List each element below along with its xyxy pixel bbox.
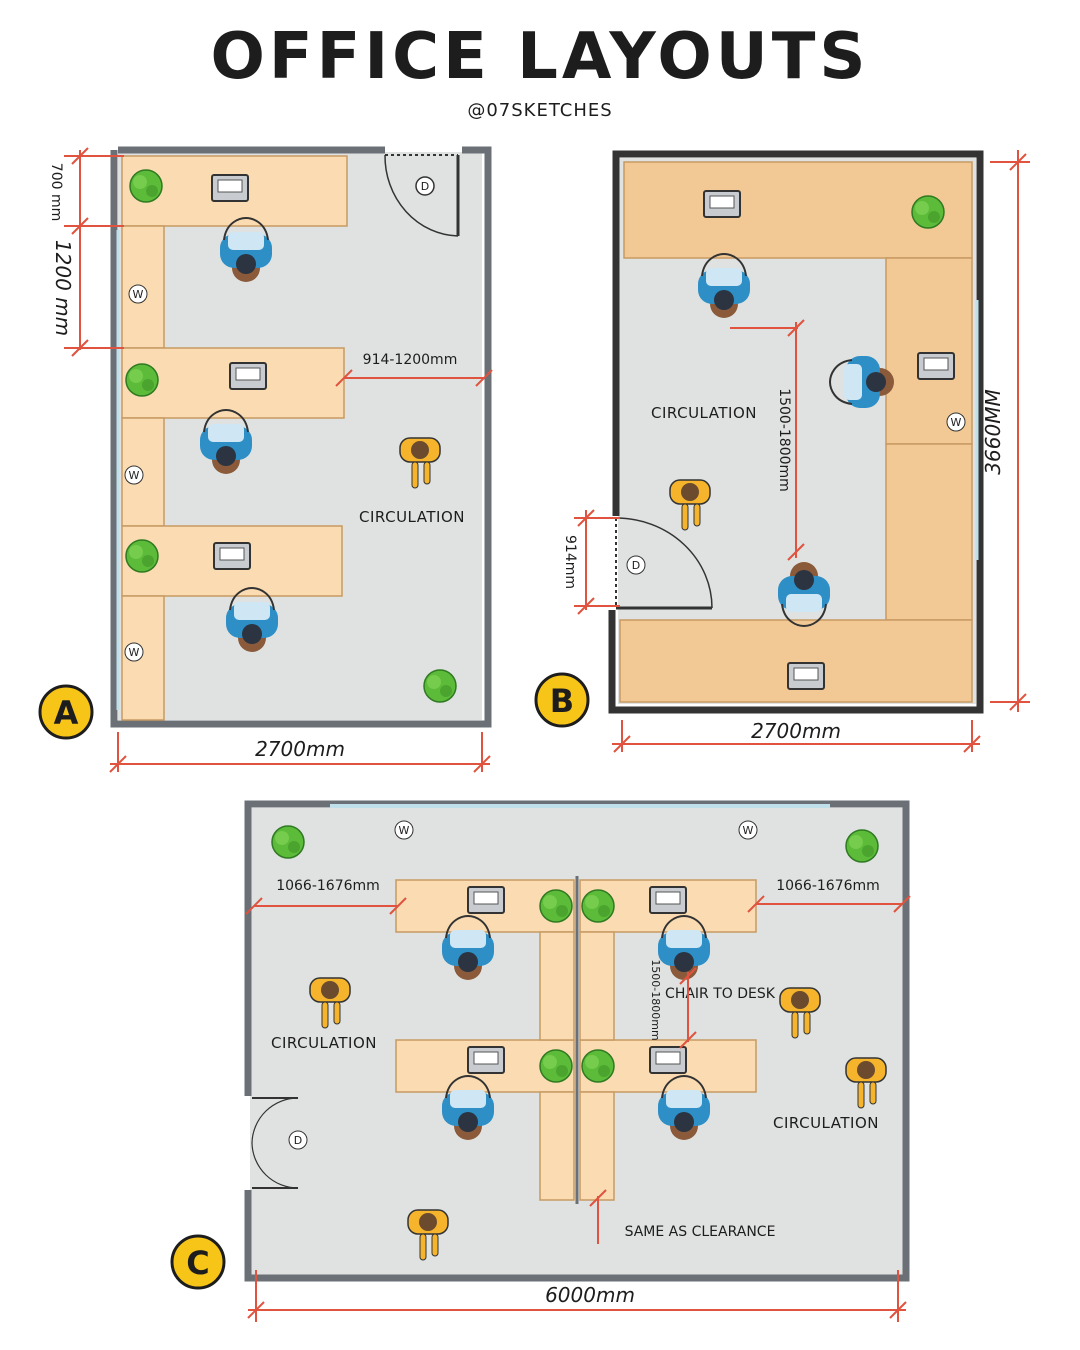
window-mark: W	[743, 824, 754, 837]
plant-icon	[539, 1049, 573, 1083]
window-mark: W	[399, 824, 410, 837]
layout-c-door-mark: D	[294, 1134, 302, 1147]
layout-c-chair-to-desk: CHAIR TO DESK	[665, 986, 776, 1002]
layout-b-clearance-dim: 1500-1800mm	[776, 388, 792, 492]
layout-c-spine	[579, 931, 615, 1041]
layout-a-door: D	[384, 154, 460, 237]
layout-a-badge: A	[54, 694, 79, 732]
layout-a-desk-spacing-dim: 1200 mm	[51, 240, 75, 336]
layout-b-height-dim: 3660MM	[981, 389, 1005, 474]
layout-c-walls	[244, 800, 910, 1282]
monitor-icon	[917, 352, 955, 380]
plant-icon	[845, 829, 879, 863]
layout-a-plan: D W W W CIRCULATION	[38, 146, 493, 773]
layout-a-aisle-dim: 914-1200mm	[363, 352, 458, 368]
monitor-icon	[787, 662, 825, 690]
layout-a-width-dim: 2700mm	[255, 737, 345, 761]
layout-c-circulation-left: CIRCULATION	[271, 1034, 377, 1052]
layout-b-badge: B	[550, 682, 574, 720]
window-mark: W	[951, 416, 962, 429]
page-title: OFFICE LAYOUTS	[210, 20, 870, 94]
monitor-icon	[703, 190, 741, 218]
window-mark: W	[129, 646, 140, 659]
layout-c-dimensions	[248, 903, 906, 1322]
layout-b-dimensions	[574, 150, 1030, 752]
monitor-icon	[467, 886, 505, 914]
monitor-icon	[213, 542, 251, 570]
layout-a-walls	[110, 146, 492, 728]
plant-icon	[581, 889, 615, 923]
layout-c-spine	[579, 1091, 615, 1201]
layout-c-width-dim: 6000mm	[545, 1283, 635, 1307]
plant-icon	[539, 889, 573, 923]
plant-icon	[271, 825, 305, 859]
layout-c-circulation-right: CIRCULATION	[773, 1114, 879, 1132]
layout-b-desk-right-low	[885, 443, 973, 621]
layout-b-door-dim: 914mm	[562, 535, 578, 589]
layout-c-side-left-dim: 1066-1676mm	[276, 878, 380, 894]
layout-c-spine	[539, 931, 575, 1041]
plant-icon	[125, 539, 159, 573]
monitor-icon	[467, 1046, 505, 1074]
layout-b-circulation-label: CIRCULATION	[651, 404, 757, 422]
plant-icon	[125, 363, 159, 397]
layout-c-door: D	[251, 1097, 308, 1189]
layout-c-badge: C	[186, 1244, 209, 1282]
layout-a-floor	[118, 152, 482, 720]
layout-b-width-dim: 2700mm	[751, 719, 841, 743]
window-marks: W W W	[124, 284, 148, 662]
plant-icon	[129, 169, 163, 203]
window-mark: W	[133, 288, 144, 301]
monitor-icon	[649, 886, 687, 914]
layout-b-door-mark: D	[632, 559, 640, 572]
plant-icon	[581, 1049, 615, 1083]
plant-icon	[911, 195, 945, 229]
layout-c-same-as-clearance: SAME AS CLEARANCE	[625, 1224, 776, 1240]
layout-a-door-mark: D	[421, 180, 429, 193]
monitor-icon	[229, 362, 267, 390]
monitor-icon	[211, 174, 249, 202]
monitor-icon	[649, 1046, 687, 1074]
page-subtitle: @07SKETCHES	[467, 100, 613, 121]
layout-b-walls	[608, 150, 984, 714]
layout-a-desk-depth-dim: 700 mm	[48, 163, 64, 221]
layout-b-plan: D W CIRCULATION 2700mm 3660MM 914mm 1500	[534, 150, 1030, 753]
layout-c-side-right-dim: 1066-1676mm	[776, 878, 880, 894]
layout-b-door: D	[615, 517, 713, 610]
plant-icon	[423, 669, 457, 703]
layout-a-circulation-label: CIRCULATION	[359, 508, 465, 526]
layout-a-dimensions	[64, 150, 490, 772]
layout-c-spine	[539, 1091, 575, 1201]
layout-c-chair-desk-dim: 1500-1800mm	[649, 959, 662, 1040]
layout-c-plan: D W W CIRCULATION CIRCULATION	[170, 800, 911, 1322]
window-mark: W	[129, 469, 140, 482]
